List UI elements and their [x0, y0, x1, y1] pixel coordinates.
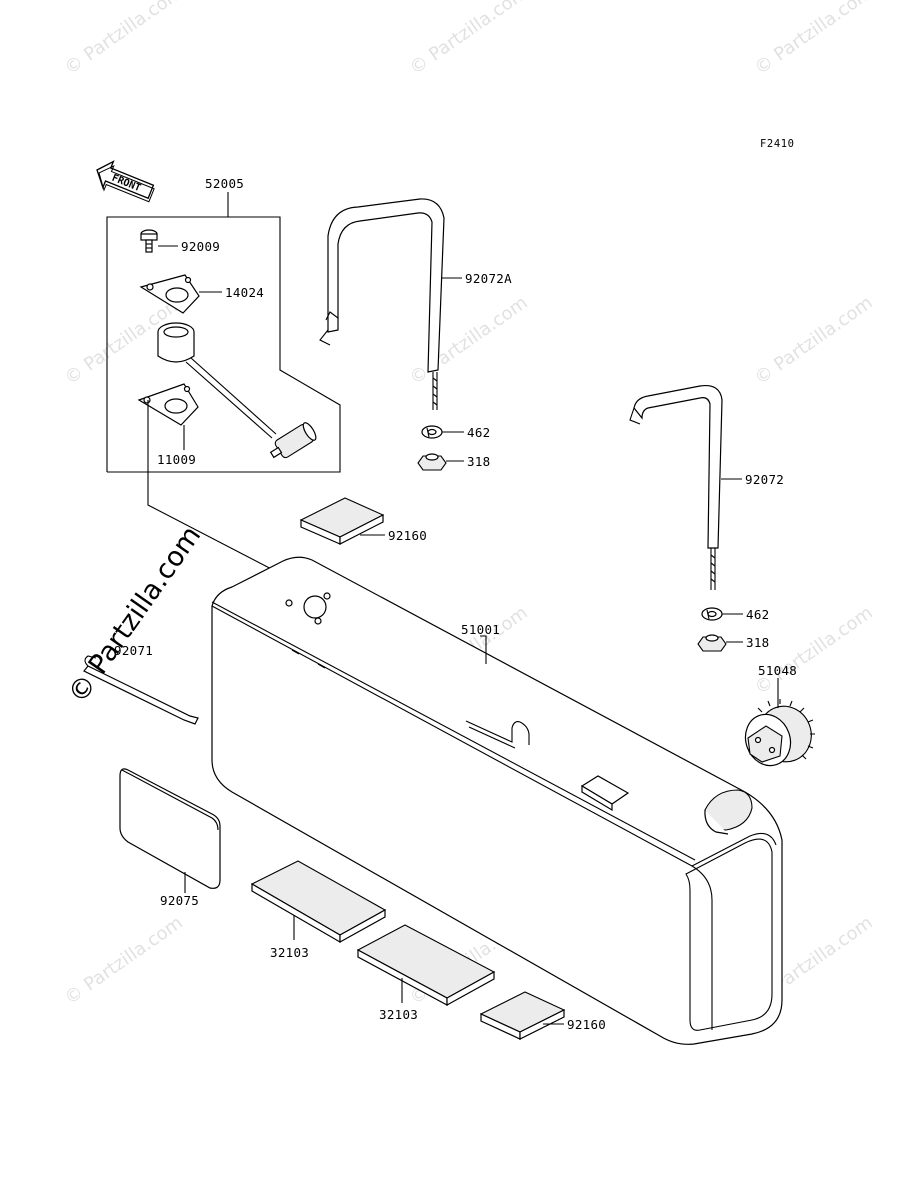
screw-92009 [140, 229, 158, 253]
washer-462-a [421, 425, 443, 439]
part-label-92075[interactable]: 92075 [160, 893, 199, 908]
pad-92075 [119, 768, 221, 889]
band-92071 [83, 655, 199, 725]
fuel-cap-51048 [744, 699, 815, 767]
watermark: © Partzilla.com [406, 292, 532, 389]
gasket-14024 [139, 274, 200, 314]
strap-92072A [319, 198, 445, 410]
pad-92160-b [479, 991, 566, 1040]
part-label-32103-a[interactable]: 32103 [270, 945, 309, 960]
part-label-32103-b[interactable]: 32103 [379, 1007, 418, 1022]
pad-92160-a [299, 497, 385, 545]
front-arrow-icon: FRONT [96, 160, 155, 203]
watermark: © Partzilla.com [751, 292, 877, 389]
part-label-92160-b[interactable]: 92160 [567, 1017, 606, 1032]
watermark: © Partzilla.com [61, 0, 187, 79]
washer-462-b [701, 607, 723, 621]
part-label-318-b[interactable]: 318 [746, 635, 769, 650]
pad-32103-b [356, 924, 496, 1007]
nut-318-b [697, 634, 727, 652]
part-label-92071[interactable]: 92071 [114, 643, 153, 658]
watermark: © Partzilla.com [406, 0, 532, 79]
figure-id: F2410 [760, 138, 795, 150]
part-label-92072A[interactable]: 92072A [465, 271, 512, 286]
part-label-92160-a[interactable]: 92160 [388, 528, 427, 543]
watermark: © Partzilla.com [751, 602, 877, 699]
part-label-318-a[interactable]: 318 [467, 454, 490, 469]
nut-318-a [417, 453, 447, 471]
watermark: © Partzilla.com [61, 912, 187, 1009]
part-label-462-a[interactable]: 462 [467, 425, 490, 440]
sender-unit-assembly-frame [106, 192, 341, 473]
watermark: © Partzilla.com [751, 0, 877, 79]
part-label-11009[interactable]: 11009 [157, 452, 196, 467]
part-label-92072[interactable]: 92072 [745, 472, 784, 487]
strap-92072 [629, 384, 723, 590]
watermark-bold: © Partzilla.com [62, 521, 207, 709]
part-label-52005[interactable]: 52005 [205, 176, 244, 191]
part-label-92009[interactable]: 92009 [181, 239, 220, 254]
part-label-51048[interactable]: 51048 [758, 663, 797, 678]
part-label-14024[interactable]: 14024 [225, 285, 264, 300]
part-label-462-b[interactable]: 462 [746, 607, 769, 622]
gasket-11009 [137, 383, 199, 426]
fuel-gauge-sender [157, 322, 317, 459]
part-label-51001[interactable]: 51001 [461, 622, 500, 637]
pad-32103-a [250, 860, 387, 944]
fuel-tank-51001 [211, 556, 783, 1045]
